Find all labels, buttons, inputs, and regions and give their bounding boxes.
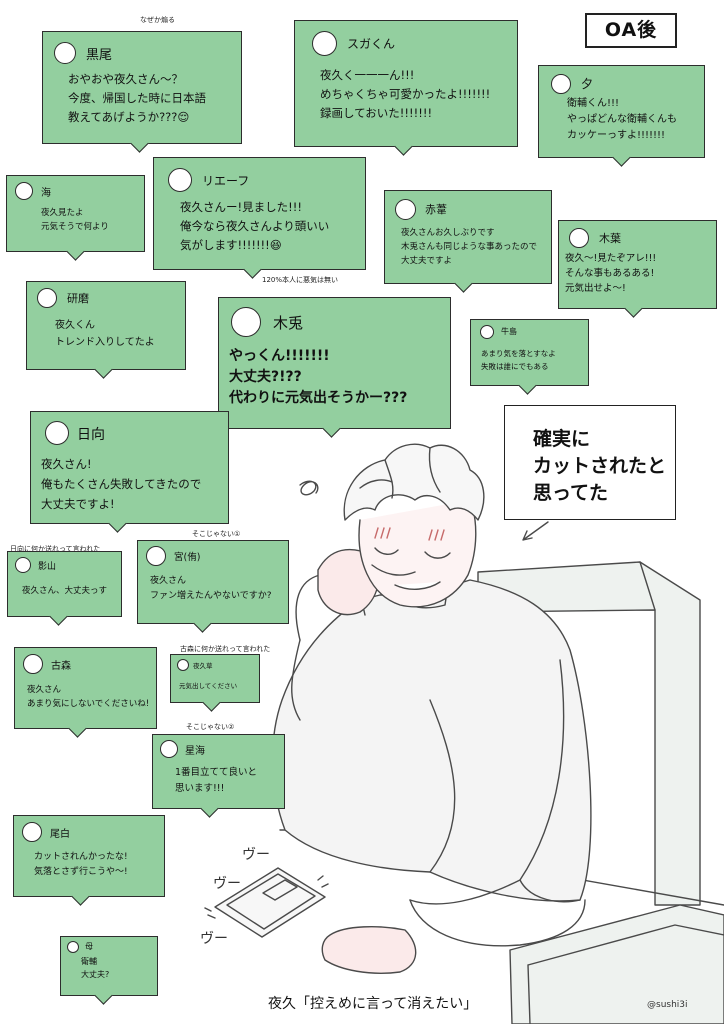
note-komori: 古森に何か送れって言われた [180,645,271,653]
message-bubble-lev: リエーフ 夜久さんー!見ました!!! 俺今なら夜久さんより頭いい 気がします!!… [153,157,366,279]
vibration-sfx: ヴー [200,931,228,947]
sender-name: 夕 [581,77,594,91]
sender-name: 木葉 [599,232,621,245]
message-text: 夜久〜!見たぞアレ!!! そんな事もあるある! 元気出せよ〜! [565,253,657,294]
message-text: 夜久さん! 俺もたくさん失敗してきたので 大丈夫ですよ! [41,457,202,511]
sender-name: 古森 [51,661,71,672]
sender-name: 母 [85,942,93,951]
message-bubble-akaashi: 赤葦 夜久さんお久しぶりです 木兎さんも同じような事あったので 大丈夫ですよ [384,190,552,293]
avatar [146,546,166,566]
caption: 夜久「控えめに言って消えたい」 [268,996,478,1012]
message-text: 衛輔くん!!! やっぱどんな衛輔くんも カッケーっすよ!!!!!!! [567,98,677,141]
message-text: 夜久くん トレンド入りしてたよ [55,320,155,348]
signature: @sushi3i [647,1000,688,1010]
sender-name: 海 [41,188,51,199]
message-bubble-konoha: 木葉 夜久〜!見たぞアレ!!! そんな事もあるある! 元気出せよ〜! [558,220,717,318]
message-text: 夜久く一一一ん!!! めちゃくちゃ可愛かったよ!!!!!!! 録画しておいた!!… [320,68,491,120]
avatar [67,941,79,953]
avatar [37,288,57,308]
avatar [45,421,69,445]
avatar [395,199,416,220]
message-text: カットされんかったな! 気落とさず行こうや〜! [34,852,128,877]
avatar [569,228,589,248]
note-miya: そこじゃない① [192,530,241,538]
message-bubble-ushijima: 牛島 あまり気を落とすなよ 失敗は誰にでもある [470,319,589,395]
message-text: 衛輔 大丈夫? [81,957,110,979]
avatar [54,42,76,64]
sender-name: 黒尾 [86,48,113,63]
message-text: 夜久さん ファン増えたんやないですか? [150,576,272,601]
avatar [231,307,261,337]
message-bubble-hoshiumi: 星海 1番目立てて良いと 思います!!! [152,734,285,818]
message-bubble-yu: 夕 衛輔くん!!! やっぱどんな衛輔くんも カッケーっすよ!!!!!!! [538,65,705,167]
message-bubble-kuroo: 黒尾 おやおや夜久さん〜？ 今度、帰国した時に日本語 教えてあげようか???😌 [42,31,242,153]
message-bubble-suga: スガくん 夜久く一一一ん!!! めちゃくちゃ可愛かったよ!!!!!!! 録画して… [294,20,518,156]
message-bubble-kenma: 研磨 夜久くん トレンド入りしてたよ [26,281,186,379]
avatar [23,654,43,674]
sender-name: 日向 [77,427,105,443]
message-text: おやおや夜久さん〜？ 今度、帰国した時に日本語 教えてあげようか???😌 [68,72,206,124]
sender-name: スガくん [347,37,396,51]
avatar [168,168,192,192]
note-hoshiumi: そこじゃない② [186,723,235,731]
message-bubble-mother: 母 衛輔 大丈夫? [60,936,158,1005]
sender-name: 星海 [185,746,205,757]
sender-name: 赤葦 [425,203,447,216]
message-text: 夜久さん あまり気にしないでくださいね! [27,685,150,709]
sender-name: 夜久草 [193,662,213,670]
avatar [15,557,31,573]
message-bubble-hinata: 日向 夜久さん! 俺もたくさん失敗してきたので 大丈夫ですよ! [30,411,229,533]
message-text: 夜久さんー!見ました!!! 俺今なら夜久さんより頭いい 気がします!!!!!!!… [180,200,330,252]
avatar [312,31,337,56]
sender-name: リエーフ [202,174,250,188]
message-text: やっくん!!!!!!! 大丈夫?!?? 代わりに元気出そうかー??? [229,348,408,406]
note-lev: 120%本人に悪気は無い [262,276,339,284]
avatar [15,182,33,200]
sender-name: 牛島 [501,327,517,336]
thought-text: 確実に カットされたと 思ってた [533,428,667,504]
message-bubble-osamu: 尾白 カットされんかったな! 気落とさず行こうや〜! [13,815,165,906]
message-text: 1番目立てて良いと 思います!!! [175,767,258,794]
thought-box: 確実に カットされたと 思ってた [504,405,676,520]
sender-name: 研磨 [67,292,89,305]
avatar [160,740,178,758]
message-bubble-bokuto: 木兎 やっくん!!!!!!! 大丈夫?!?? 代わりに元気出そうかー??? [218,297,451,438]
sender-name: 尾白 [50,829,70,840]
oa-label: OA後 [585,13,677,48]
message-text: あまり気を落とすなよ 失敗は誰にでもある [481,349,556,371]
vibration-sfx: ヴー [242,847,270,863]
note-kuroo: なぜか煽る [140,16,175,24]
message-bubble-miya: 宮(侑) 夜久さん ファン増えたんやないですか? [137,540,289,633]
message-text: 夜久さんお久しぶりです 木兎さんも同じような事あったので 大丈夫ですよ [401,228,538,266]
note-kageyama: 日向に何か送れって言われた [10,545,101,553]
message-bubble-kageyama: 影山 夜久さん、大丈夫っす [7,551,122,626]
message-bubble-yakuso: 夜久草 元気出してください [170,654,260,712]
message-bubble-kai: 海 夜久見たよ 元気そうで何より [6,175,145,261]
avatar [177,659,189,671]
message-bubble-komori: 古森 夜久さん あまり気にしないでくださいね! [14,647,157,738]
message-text: 元気出してください [179,682,238,690]
avatar [551,74,571,94]
avatar [480,325,494,339]
sender-name: 影山 [38,562,57,572]
message-text: 夜久さん、大丈夫っす [22,586,108,596]
avatar [22,822,42,842]
sender-name: 宮(侑) [174,552,201,563]
sender-name: 木兎 [273,314,304,332]
message-text: 夜久見たよ 元気そうで何より [41,208,109,232]
vibration-sfx: ヴー [213,876,241,892]
